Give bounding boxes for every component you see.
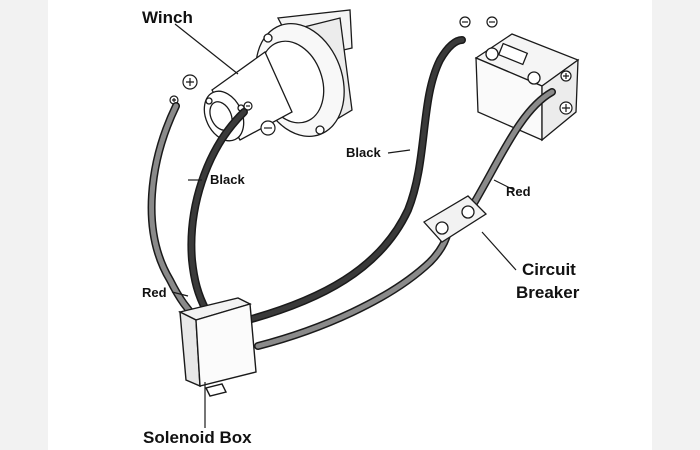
label-winch: Winch [142,8,193,27]
label-red-left: Red [142,285,167,300]
label-solenoid-box: Solenoid Box [143,428,252,447]
leader-lines [171,23,517,428]
winch-illustration [203,9,353,142]
battery-terminal-symbols [459,16,573,115]
circuit-breaker-illustration [422,195,488,243]
winch-terminal-symbols [169,74,276,136]
label-black-left: Black [210,172,245,187]
label-breaker: Breaker [516,283,580,302]
cables [147,36,556,350]
label-circuit: Circuit [522,260,576,279]
cable-solenoid-breaker [254,228,452,350]
solenoid-box-illustration [177,297,257,397]
label-black-right: Black [346,145,381,160]
battery-illustration [474,33,580,142]
label-red-right: Red [506,184,531,199]
